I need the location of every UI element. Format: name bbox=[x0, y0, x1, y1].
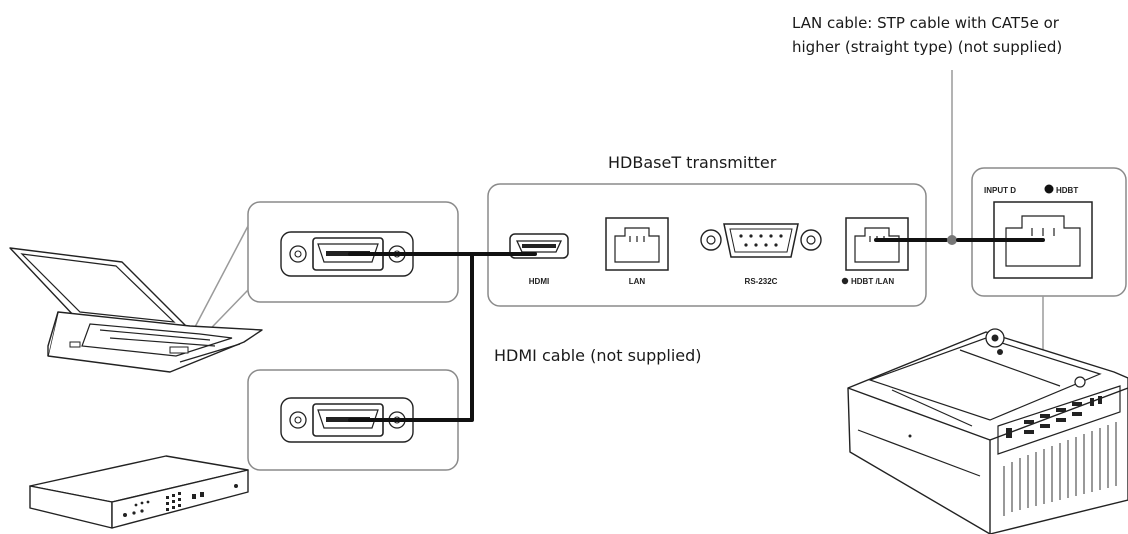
laptop-computer-icon bbox=[9, 247, 263, 373]
transmitter-hdbt-lan-port bbox=[845, 217, 909, 271]
projector-icon bbox=[847, 328, 1128, 534]
lan-cable-label-line1: LAN cable: STP cable with CAT5e or bbox=[792, 14, 1060, 32]
transmitter-rs232c-port bbox=[700, 223, 822, 258]
rs232c-port-label: RS-232C bbox=[745, 277, 778, 286]
player-hdmi-port bbox=[280, 397, 414, 443]
lan-cable-label-line2: higher (straight type) (not supplied) bbox=[792, 38, 1062, 56]
hdmi-port-label: HDMI bbox=[529, 277, 549, 286]
hdmi-cable-player bbox=[348, 252, 488, 422]
hdbt-logo-icon bbox=[1044, 184, 1054, 194]
av-player-icon bbox=[29, 455, 249, 529]
transmitter-label: HDBaseT transmitter bbox=[608, 153, 777, 172]
input-d-logo-label: HDBT bbox=[1056, 186, 1078, 195]
lan-cable-marker bbox=[947, 235, 957, 245]
hdbt-lan-port-label: HDBT /LAN bbox=[851, 277, 894, 286]
transmitter-lan-port bbox=[605, 217, 669, 271]
input-d-label: INPUT D bbox=[984, 186, 1016, 195]
hdbt-logo-icon bbox=[841, 277, 849, 285]
lan-port-label: LAN bbox=[629, 277, 646, 286]
hdmi-cable-label: HDMI cable (not supplied) bbox=[494, 346, 702, 365]
